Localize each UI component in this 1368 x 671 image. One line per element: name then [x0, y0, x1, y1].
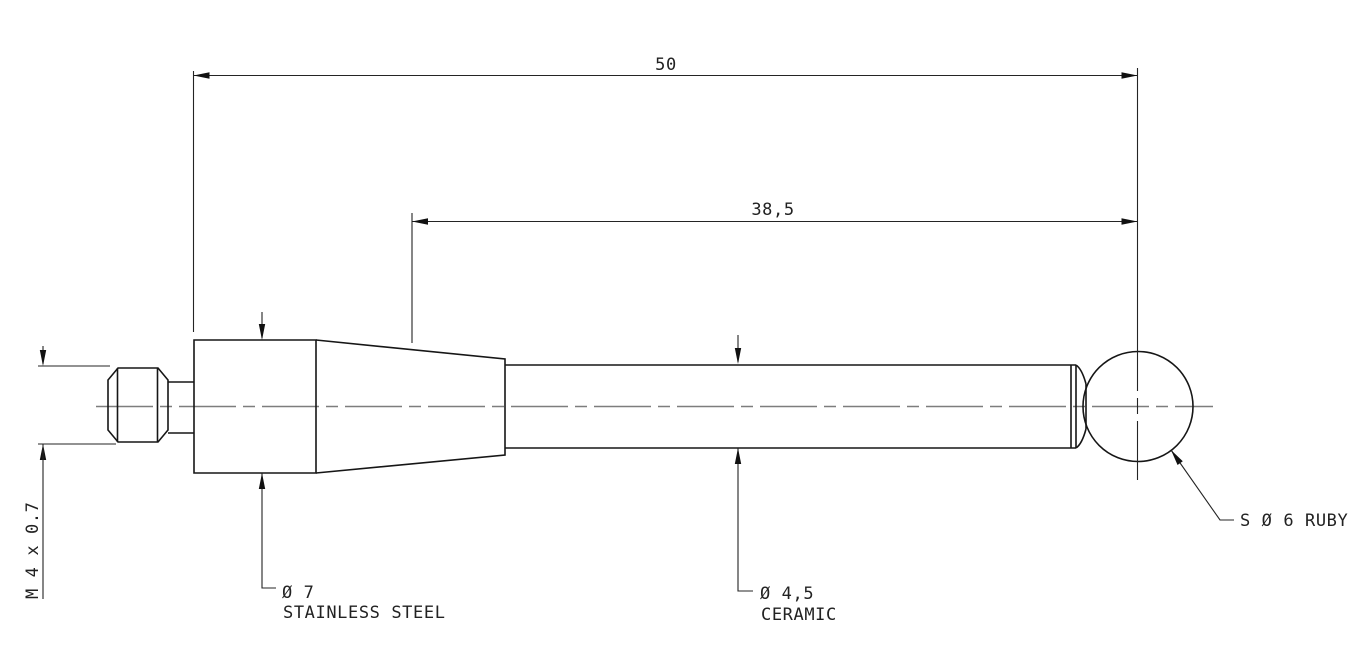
dim-7-arrow-down-icon — [258, 324, 266, 340]
stem-diameter-text: Ø 4,5 — [760, 584, 814, 604]
dim-m4-arrow-down-icon — [39, 350, 47, 366]
taper-outline — [315, 339, 506, 474]
dim-45-arrow-down-icon — [734, 348, 742, 364]
ball-seat-outline — [1075, 364, 1087, 449]
dim-45-arrow-up-icon — [734, 448, 742, 464]
body-diameter-text: Ø 7 — [282, 583, 315, 603]
dim-stem-length: 38,5 — [411, 200, 1138, 343]
dim-thread: M 4 x 0.7 — [23, 346, 116, 599]
annotation-ruby-ball: S Ø 6 RUBY — [1170, 449, 1348, 531]
thread-spec-text: M 4 x 0.7 — [23, 501, 43, 599]
dim-38-arrow-left-icon — [412, 218, 428, 225]
ball-spec-text: S Ø 6 RUBY — [1240, 511, 1348, 531]
dim-50-arrow-left-icon — [193, 72, 210, 79]
dim-body-diameter: Ø 7 STAINLESS STEEL — [258, 312, 446, 623]
dim-stem-diameter: Ø 4,5 CERAMIC — [734, 335, 837, 625]
dim-50-text: 50 — [655, 55, 677, 75]
neck-outline — [168, 381, 194, 434]
dim-7-arrow-up-icon — [258, 473, 266, 489]
ruby-leader — [1170, 449, 1234, 521]
stem-outline — [505, 364, 1076, 449]
dim-50-arrow-right-icon — [1121, 72, 1138, 79]
body-material-text: STAINLESS STEEL — [283, 603, 446, 623]
dim-45-leader — [737, 448, 753, 592]
dim-38-text: 38,5 — [751, 200, 794, 220]
dim-38-arrow-right-icon — [1121, 218, 1138, 225]
ruby-arrow-icon — [1171, 450, 1183, 465]
dim-7-leader — [261, 473, 276, 589]
stylus-part-outline — [107, 339, 1194, 474]
dim-overall-length: 50 — [192, 55, 1138, 332]
stem-material-text: CERAMIC — [761, 605, 837, 625]
